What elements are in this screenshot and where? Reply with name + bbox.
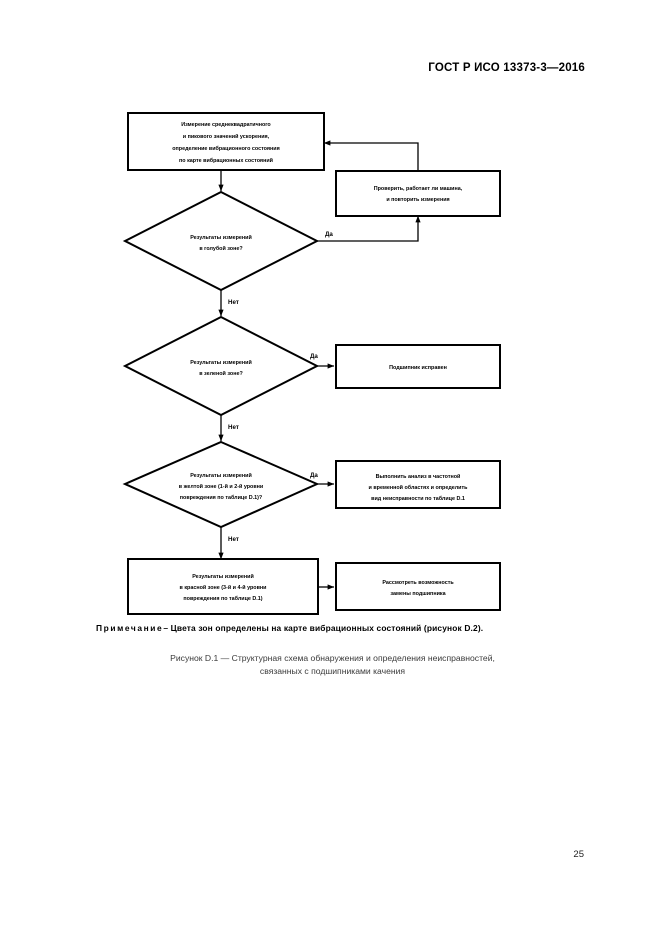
node-replace-box: Рассмотреть возможность замены подшипник… (335, 562, 501, 611)
red-zone-box-line1: Результаты измерений (192, 573, 254, 580)
edge-label-no-yellow: Нет (228, 536, 239, 543)
yellow-decision-line1: Результаты измерений (190, 472, 252, 479)
node-recheck-box: Проверить, работает ли машина, и повтори… (335, 170, 501, 217)
node-start-box: Измерение среднеквадратичного и пикового… (127, 112, 325, 171)
recheck-box-line1: Проверить, работает ли машина, (374, 185, 463, 192)
bearing-ok-box-line1: Подшипник исправен (389, 365, 447, 371)
note-text: Цвета зон определены на карте вибрационн… (170, 623, 484, 633)
bearing-ok-box-shape (335, 344, 501, 389)
node-bearing-ok-box: Подшипник исправен (335, 344, 501, 389)
replace-box-shape (335, 562, 501, 611)
page-number: 25 (573, 849, 584, 860)
figure-note: Примечание– Цвета зон определены на карт… (96, 622, 596, 634)
blue-decision-line1: Результаты измерений (190, 234, 252, 241)
connector-recheck-to-start (323, 140, 419, 171)
edge-label-no-green: Нет (228, 424, 239, 431)
standard-header: ГОСТ Р ИСО 13373-3—2016 (428, 62, 585, 74)
blue-decision-line2: в голубой зоне? (199, 245, 242, 252)
note-label: Примечание (96, 623, 164, 633)
note-dash: – (163, 623, 169, 633)
red-zone-box-line3: повреждения по таблице D.1) (183, 595, 262, 602)
analysis-box-line2: и временной областях и определить (369, 484, 469, 491)
yellow-decision-shape (122, 440, 320, 529)
red-zone-box-shape (127, 558, 319, 615)
start-box-shape (127, 112, 325, 171)
recheck-box-shape (335, 170, 501, 217)
red-zone-box-line2: в красной зоне (3-й и 4-й уровни (180, 584, 267, 591)
node-yellow-zone-decision: Результаты измерений в желтой зоне (1-й … (122, 440, 320, 529)
figure-caption: Рисунок D.1 — Структурная схема обнаруже… (60, 652, 605, 678)
edge-label-yes-blue: Да (325, 231, 333, 238)
start-box-line1: Измерение среднеквадратичного (181, 122, 271, 128)
analysis-box-shape (335, 460, 501, 509)
figure-d1: Измерение среднеквадратичного и пикового… (122, 112, 501, 615)
connector-blue-yes-to-recheck (317, 215, 421, 242)
node-analysis-box: Выполнить анализ в частотной и временной… (335, 460, 501, 509)
replace-box-line2: замены подшипника (390, 591, 446, 597)
start-box-line3: определение вибрационного состояния (172, 145, 279, 152)
start-box-line2: и пикового значений ускорения, (183, 133, 270, 140)
green-decision-line2: в зеленой зоне? (199, 370, 243, 377)
recheck-box-line2: и повторить измерения (386, 197, 449, 203)
replace-box-line1: Рассмотреть возможность (382, 580, 454, 586)
node-green-zone-decision: Результаты измерений в зеленой зоне? (122, 315, 320, 417)
yellow-decision-line3: повреждения по таблице D.1)? (180, 494, 262, 501)
flow-connectors (218, 140, 421, 590)
yellow-decision-line2: в желтой зоне (1-й и 2-й уровни (179, 483, 263, 490)
flowchart-svg: Измерение среднеквадратичного и пикового… (122, 112, 501, 615)
start-box-line4: по карте вибрационных состояний (179, 157, 273, 164)
edge-label-yes-yellow: Да (310, 472, 318, 479)
edge-label-no-blue: Нет (228, 299, 239, 306)
green-decision-line1: Результаты измерений (190, 359, 252, 366)
figure-caption-line1: Рисунок D.1 — Структурная схема обнаруже… (170, 653, 495, 663)
blue-decision-shape (122, 190, 320, 292)
green-decision-shape (122, 315, 320, 417)
node-blue-zone-decision: Результаты измерений в голубой зоне? (122, 190, 320, 292)
figure-caption-line2: связанных с подшипниками качения (259, 666, 406, 676)
analysis-box-line1: Выполнить анализ в частотной (376, 473, 461, 480)
analysis-box-line3: вид неисправности по таблице D.1 (371, 495, 465, 502)
edge-label-yes-green: Да (310, 353, 318, 360)
node-red-zone-box: Результаты измерений в красной зоне (3-й… (127, 558, 319, 615)
